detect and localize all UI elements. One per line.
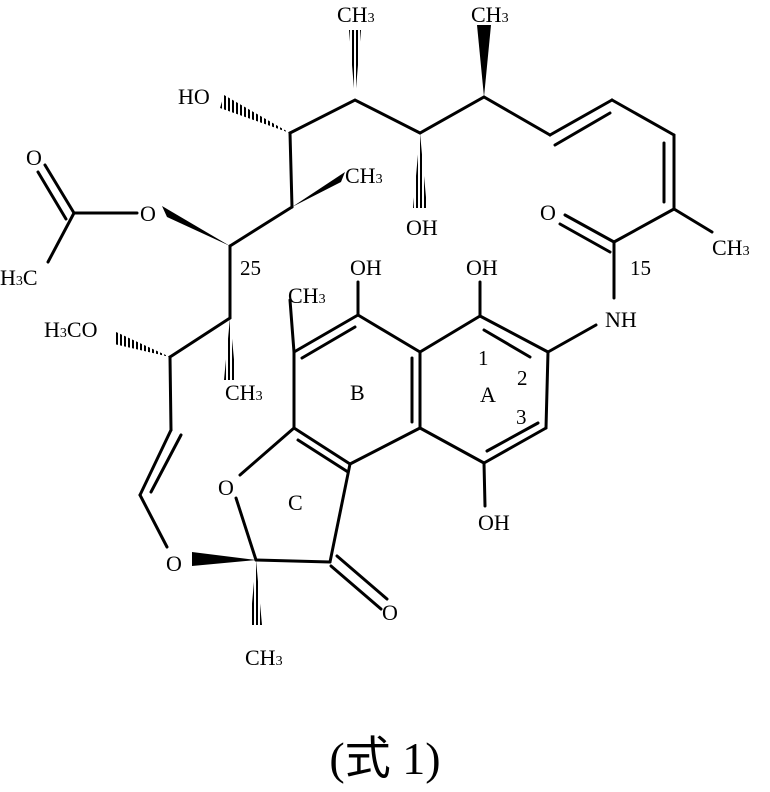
atom-labels: CH3 CH3 HO OH CH3 O O H3C 25 OH OH O 15 … xyxy=(0,2,750,670)
ch3-c27: CH3 xyxy=(225,380,263,405)
oh-mid-label: OH xyxy=(406,215,438,240)
c25-label: 25 xyxy=(240,256,261,280)
acetyl-ester-o: O xyxy=(140,201,156,226)
o-furan-label: O xyxy=(218,475,234,500)
ch3-b-ring: CH3 xyxy=(288,283,326,308)
o-ether-label: O xyxy=(166,551,182,576)
pos-1-label: 1 xyxy=(478,346,489,370)
ch3-bottom: CH3 xyxy=(245,645,283,670)
acetyl-h3c: H3C xyxy=(0,265,38,290)
bond-lines xyxy=(36,95,714,611)
pos-2-label: 2 xyxy=(517,366,528,390)
ho-left-label: HO xyxy=(178,84,210,109)
ch3-top-left: CH3 xyxy=(337,2,375,27)
amide-o-label: O xyxy=(540,200,556,225)
wedge-bonds xyxy=(162,25,491,566)
ring-c-label: C xyxy=(288,490,303,515)
ketone-o-label: O xyxy=(382,600,398,625)
ring-a-label: A xyxy=(480,382,496,407)
figure-caption: (式 1) xyxy=(329,733,441,784)
h3co-label: H3CO xyxy=(44,317,97,342)
oh-a-ring-label: OH xyxy=(466,255,498,280)
nh-label: NH xyxy=(605,307,637,332)
acetyl-carbonyl-o: O xyxy=(26,145,42,170)
hashed-bonds xyxy=(114,30,427,625)
c15-label: 15 xyxy=(630,256,651,280)
ch3-top-right: CH3 xyxy=(471,2,509,27)
ring-b-label: B xyxy=(350,380,365,405)
ch3-right: CH3 xyxy=(712,235,750,260)
oh-bottom-label: OH xyxy=(478,510,510,535)
oh-b-ring-label: OH xyxy=(350,255,382,280)
pos-3-label: 3 xyxy=(516,405,527,429)
ch3-mid: CH3 xyxy=(345,163,383,188)
